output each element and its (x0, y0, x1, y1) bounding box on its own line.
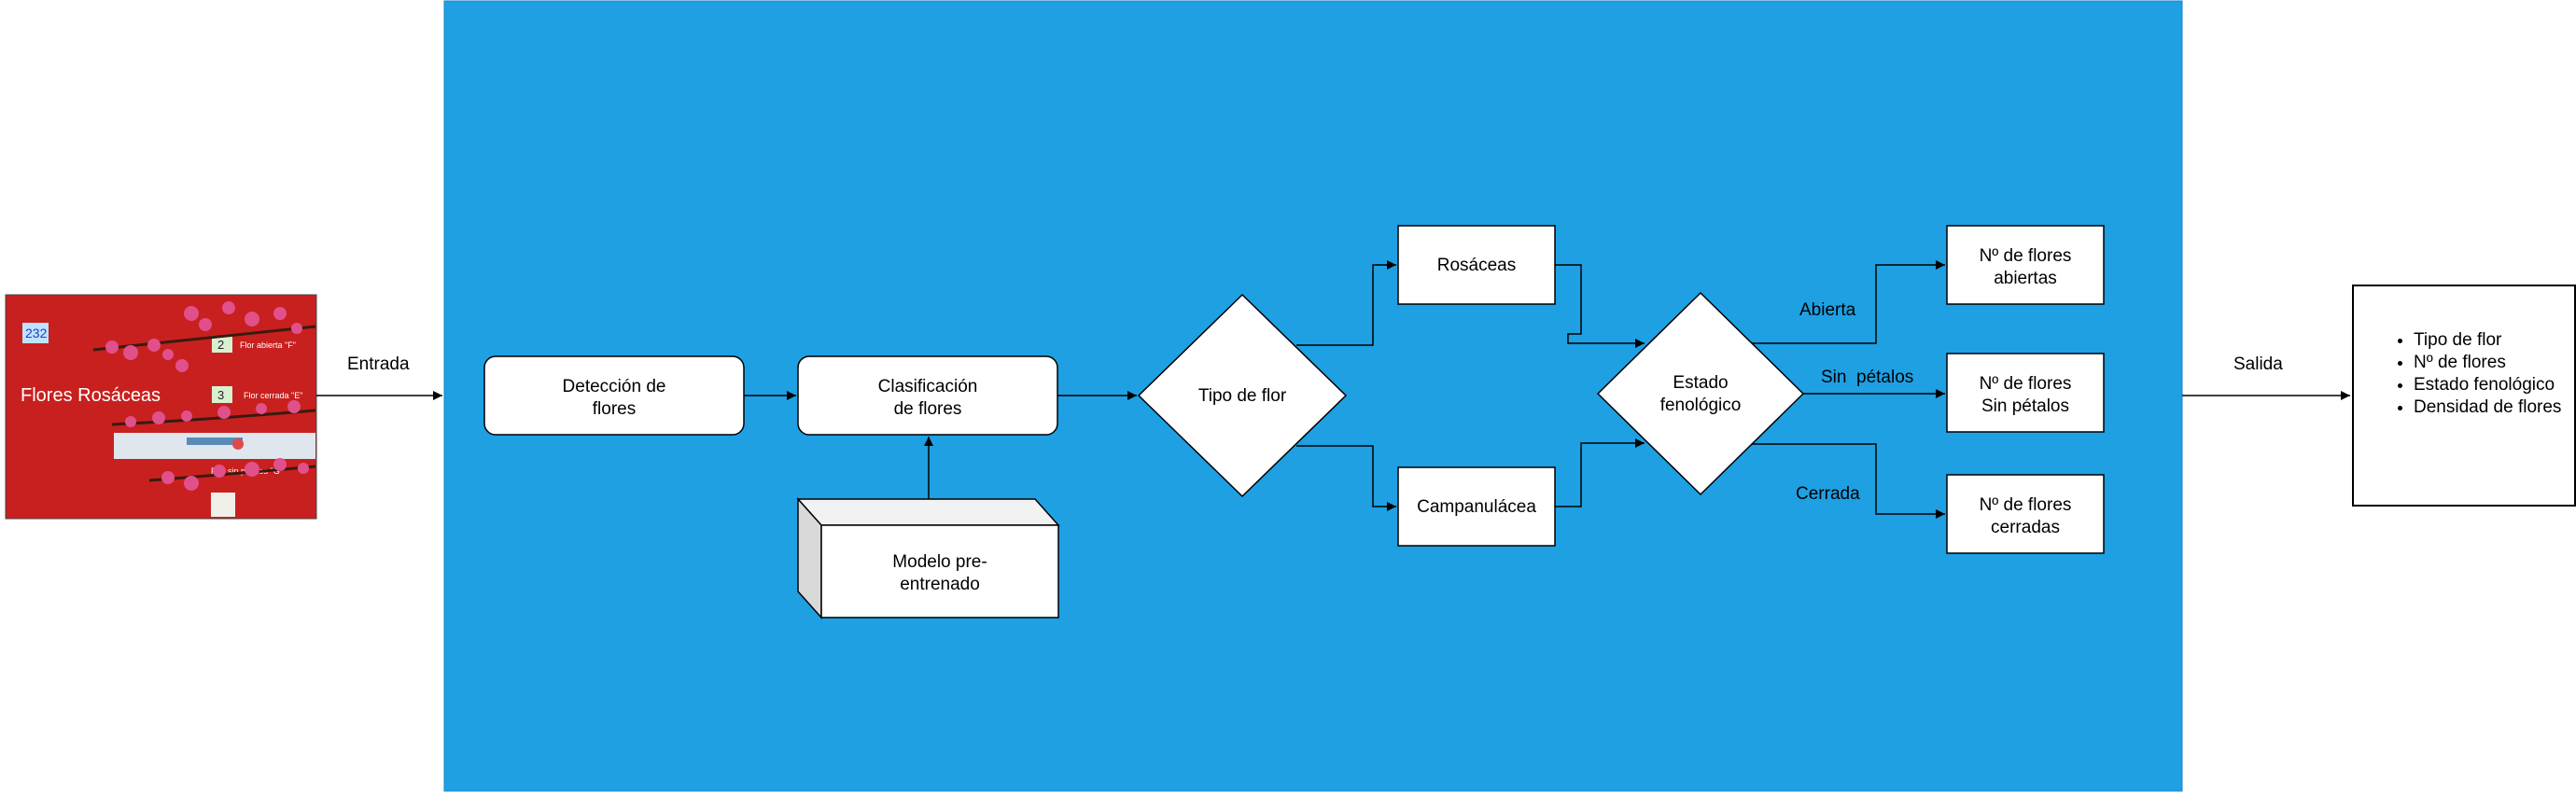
node-campanulacea-label: Campanulácea (1417, 497, 1536, 517)
photo-title: Flores Rosáceas (21, 385, 161, 406)
label-cerrada: Cerrada (1796, 484, 1860, 504)
arrow-estado-cerradas (1752, 443, 1945, 519)
node-n-cerradas-line1: Nº de flores (1980, 495, 2072, 515)
output-list: Tipo de flor Nº de flores Estado fenológ… (2354, 329, 2574, 419)
node-deteccion-line2: flores (593, 399, 636, 419)
node-rosaceas-label: Rosáceas (1437, 256, 1517, 275)
node-n-abiertas-line2: abiertas (1994, 269, 2057, 288)
arrow-tipo-rosaceas (1296, 260, 1396, 346)
photo-tag: 232 (25, 326, 48, 340)
arrow-tipo-campanulacea (1296, 445, 1396, 511)
node-n-abiertas (1946, 225, 2105, 305)
output-item-numero: Nº de flores (2414, 352, 2574, 374)
node-tipo-flor (1137, 293, 1348, 498)
node-estado-line2: fenológico (1660, 396, 1742, 415)
arrow-rosaceas-estado (1555, 264, 1645, 348)
node-estado-line1: Estado (1673, 373, 1728, 393)
label-abierta: Abierta (1799, 300, 1856, 320)
node-n-sin-petalos (1946, 353, 2105, 433)
output-item-estado: Estado fenológico (2414, 374, 2574, 396)
arrow-estado-abiertas (1752, 260, 1945, 344)
node-deteccion-line1: Detección de (563, 377, 666, 396)
node-modelo-line1: Modelo pre- (892, 552, 987, 572)
label-entrada: Entrada (347, 354, 410, 374)
output-list-box: Tipo de flor Nº de flores Estado fenológ… (2352, 285, 2576, 507)
node-modelo (796, 497, 1060, 619)
photo-label-closed: Flor cerrada "E" (244, 391, 302, 400)
node-n-cerradas-line2: cerradas (1991, 518, 2060, 537)
node-clasificacion-line1: Clasificación (878, 377, 978, 396)
node-n-sin-petalos-line1: Nº de flores (1980, 374, 2072, 394)
node-clasificacion-line2: de flores (894, 399, 962, 419)
node-modelo-line2: entrenado (900, 575, 980, 594)
node-campanulacea (1397, 466, 1556, 547)
label-sin-petalos: Sin pétalos (1821, 368, 1913, 387)
output-item-densidad: Densidad de flores (2414, 396, 2574, 419)
node-n-abiertas-line1: Nº de flores (1980, 246, 2072, 266)
output-item-tipo: Tipo de flor (2414, 329, 2574, 352)
photo-label-open: Flor abierta "F" (240, 340, 296, 350)
arrow-campanulacea-estado (1555, 438, 1645, 507)
label-salida: Salida (2233, 354, 2283, 374)
photo-marker-2: 2 (217, 338, 224, 352)
node-tipo-flor-label: Tipo de flor (1198, 386, 1287, 406)
input-photo: 232 Flores Rosáceas 2 Flor abierta "F" 3… (5, 294, 317, 520)
photo-marker-3: 3 (217, 388, 224, 402)
node-n-cerradas (1946, 474, 2105, 554)
node-n-sin-petalos-line2: Sin pétalos (1981, 396, 2069, 416)
